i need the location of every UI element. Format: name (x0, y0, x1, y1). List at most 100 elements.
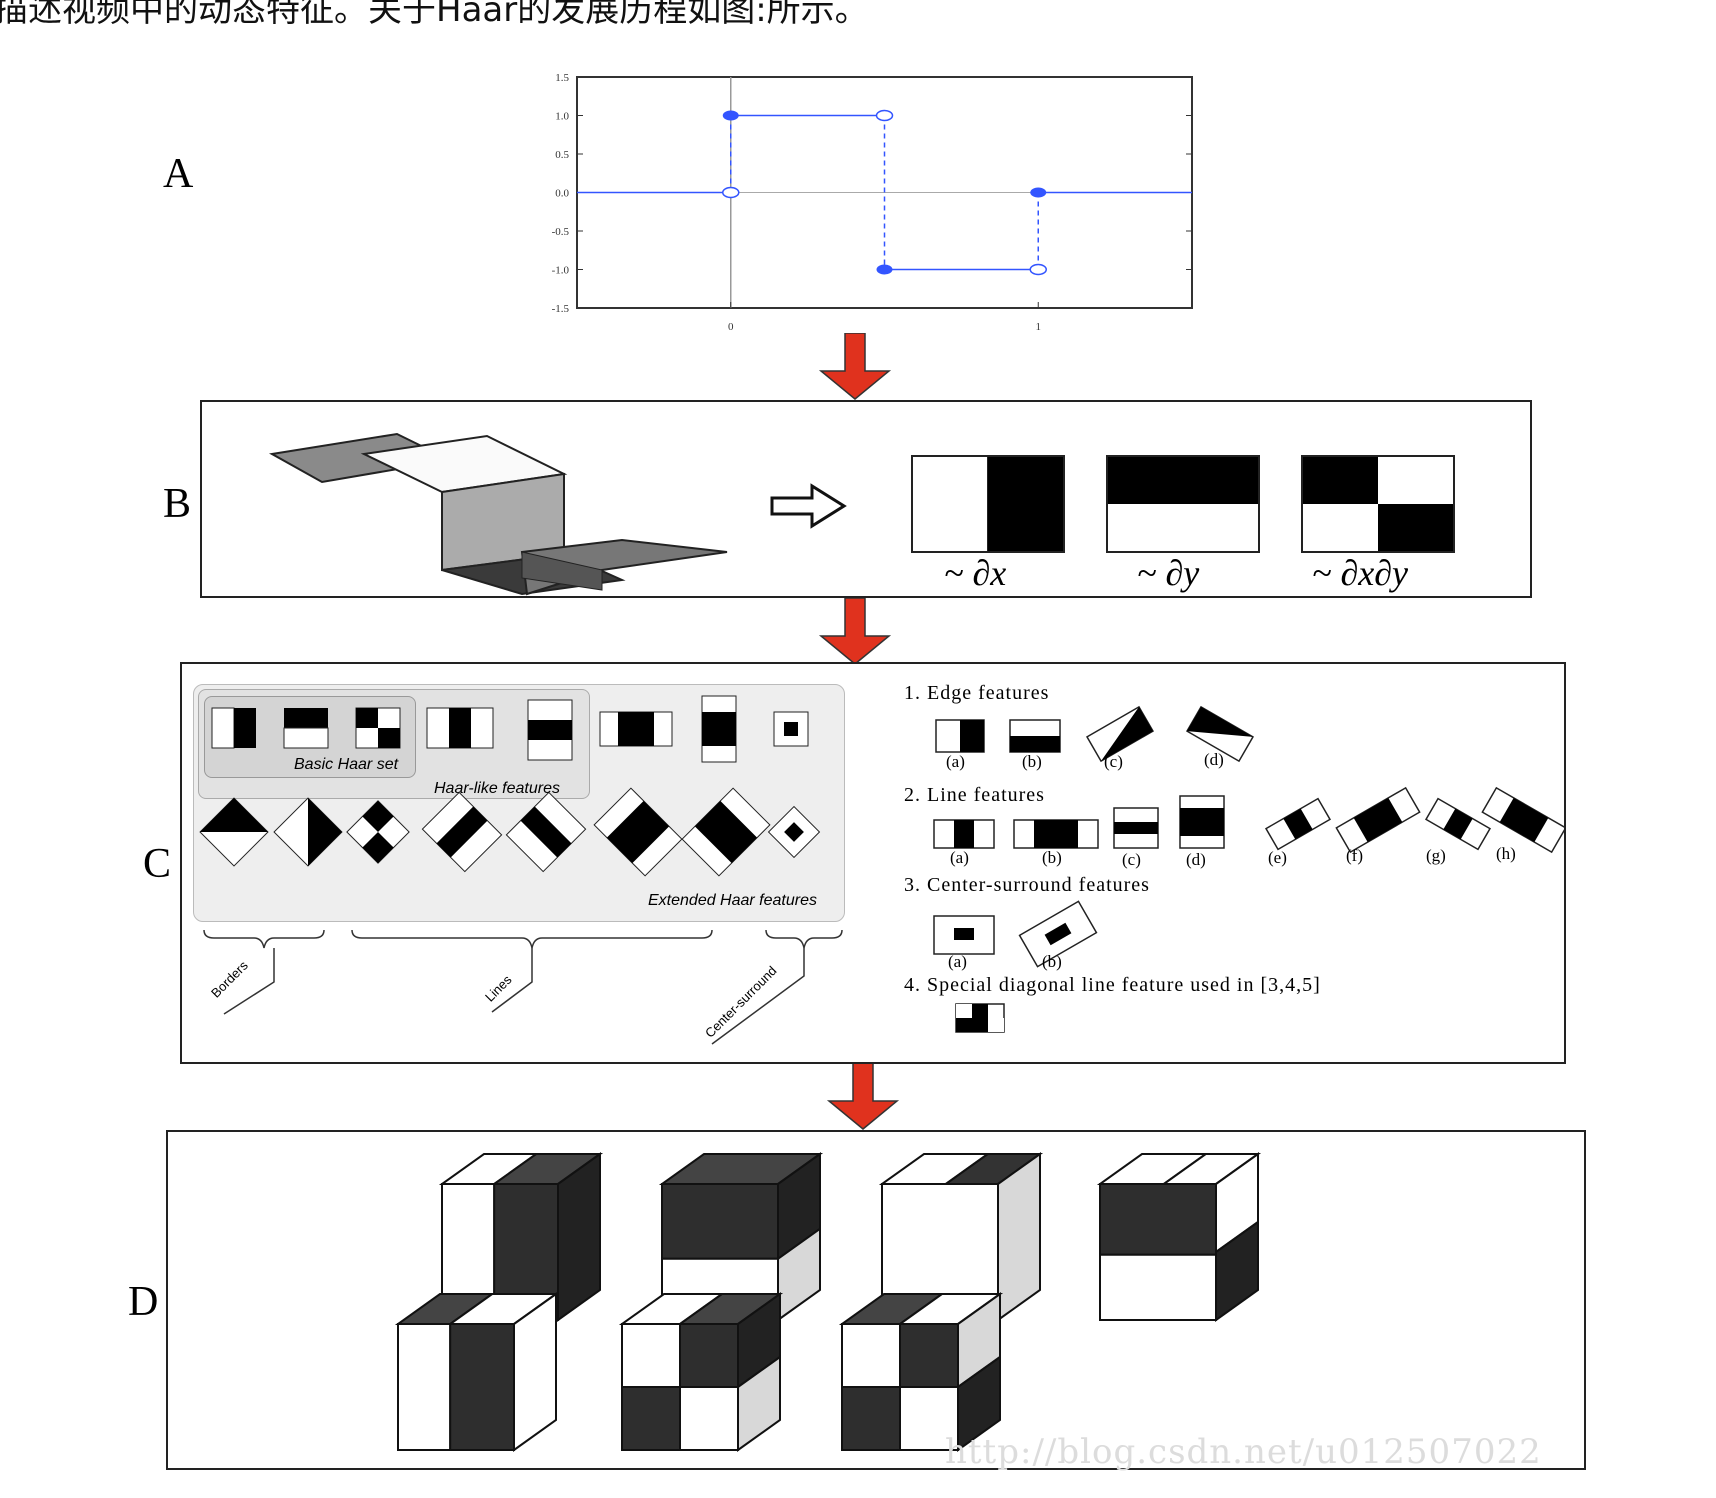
list-line-b (1013, 819, 1099, 849)
arrow-down-1 (818, 333, 892, 400)
ext-center-square (773, 711, 809, 747)
header-text: 描述视频中的动态特征。关于Haar的发展历程如图:所示。 (0, 0, 869, 30)
rot-edge-2 (273, 797, 343, 867)
list-special-diagonal (955, 1003, 1005, 1033)
line-item-label: (e) (1268, 848, 1287, 867)
list-line-d (1179, 795, 1225, 849)
step-surface-3d (269, 432, 728, 596)
extended-haar-label: Extended Haar features (648, 892, 817, 909)
watermark: http://blog.csdn.net/u012507022 (945, 1432, 1542, 1472)
open-point (1029, 263, 1047, 276)
line-item-label: (h) (1496, 844, 1516, 863)
label-dx: ~ ∂x (944, 553, 1007, 593)
list-line-h (1481, 786, 1564, 854)
haar-box-dxdy (1301, 455, 1455, 553)
rot-line-4 (681, 787, 771, 877)
line-item-label: (c) (1122, 850, 1141, 869)
label-dy: ~ ∂y (1137, 553, 1200, 593)
list-line-c (1113, 807, 1159, 849)
list-line-a (933, 819, 995, 849)
rot-edge-1 (199, 797, 269, 867)
cube-3 (878, 1152, 1044, 1322)
ext-line-tall (701, 695, 737, 763)
list-line-g (1424, 797, 1492, 851)
basic-haar-label: Basic Haar set (294, 756, 399, 773)
list-edge-d (1185, 705, 1255, 763)
cube-7 (838, 1292, 1004, 1452)
basic-feature-2 (283, 708, 329, 749)
line-item-label: (g) (1426, 846, 1446, 865)
list-line-e (1264, 797, 1332, 851)
edge-item-label: (d) (1204, 750, 1224, 769)
brace-center-surround (765, 929, 843, 949)
hollow-right-arrow-icon (770, 483, 847, 529)
basic-feature-1 (211, 707, 256, 749)
panel-d (166, 1130, 1586, 1470)
y-tick-label: 1.0 (555, 111, 569, 123)
cube-6 (618, 1292, 784, 1452)
list-line-f (1335, 786, 1421, 854)
panel-b-art (269, 432, 1455, 596)
list-edge-a (935, 719, 985, 753)
haar-like-2 (527, 699, 573, 761)
section-label-d: D (128, 1279, 159, 1325)
arrow-down-3 (826, 1063, 900, 1130)
label-dxdy: ~ ∂x∂y (1312, 553, 1409, 593)
center-item-label: (b) (1042, 952, 1062, 971)
rot-center (767, 805, 821, 859)
line-item-label: (f) (1346, 846, 1363, 865)
haar-like-1 (426, 707, 494, 749)
line-item-label: (a) (950, 848, 969, 867)
section-label-a: A (163, 151, 194, 197)
list-center-b (1018, 900, 1098, 968)
ext-line-wide (599, 711, 673, 747)
edge-item-label: (a) (946, 752, 965, 771)
list-title-special: 4. Special diagonal line feature used in… (904, 974, 1321, 996)
cube-layer (394, 1152, 1262, 1452)
chart-layer: 1.5 1.0 0.5 0.0 -0.5 -1.0 -1.5 0 1 (552, 72, 1192, 333)
y-tick-label: 1.5 (555, 72, 569, 84)
filled-point (1030, 187, 1047, 198)
haar-like-label: Haar-like features (434, 780, 560, 797)
brace-lines (351, 929, 713, 949)
line-item-label: (d) (1186, 850, 1206, 869)
y-tick-label: -1.5 (552, 303, 570, 315)
edge-item-label: (c) (1104, 752, 1123, 771)
section-label-b: B (163, 481, 192, 527)
cube-5 (394, 1292, 560, 1452)
list-title-edge: 1. Edge features (904, 682, 1050, 704)
y-tick-label: 0.0 (555, 188, 569, 200)
y-tick-label: 0.5 (555, 149, 569, 161)
list-edge-c (1085, 705, 1155, 763)
list-center-a (933, 915, 995, 955)
x-tick-label: 0 (728, 321, 734, 333)
filled-point (876, 264, 893, 275)
cube-1 (438, 1152, 604, 1322)
list-title-center: 3. Center-surround features (904, 874, 1150, 896)
open-point (722, 186, 740, 199)
edge-item-label: (b) (1022, 752, 1042, 771)
arrow-down-2 (818, 598, 892, 665)
haar-box-dy (1106, 455, 1260, 553)
rot-line-1 (421, 791, 503, 873)
rot-line-2 (505, 791, 587, 873)
rot-check (346, 800, 410, 864)
basic-feature-3 (355, 707, 401, 749)
panel-c: Basic Haar set Haar-like features Extend… (180, 662, 1566, 1064)
y-tick-label: -1.0 (552, 265, 570, 277)
filled-point (722, 110, 739, 121)
panel-b: ~ ∂x ~ ∂y ~ ∂x∂y (200, 400, 1532, 598)
rot-line-3 (593, 787, 683, 877)
cube-4 (1096, 1152, 1262, 1322)
line-item-label: (b) (1042, 848, 1062, 867)
x-tick-label: 1 (1036, 321, 1042, 333)
center-item-label: (a) (948, 952, 967, 971)
y-tick-label: -0.5 (552, 226, 570, 238)
list-title-line: 2. Line features (904, 784, 1045, 806)
brace-borders (203, 929, 325, 949)
section-label-c: C (143, 841, 172, 887)
haar-wavelet-chart: 1.5 1.0 0.5 0.0 -0.5 -1.0 -1.5 0 1 (552, 72, 1193, 333)
panel-c-art (199, 695, 1564, 1045)
list-edge-b (1009, 719, 1061, 753)
haar-box-dx (911, 455, 1065, 553)
